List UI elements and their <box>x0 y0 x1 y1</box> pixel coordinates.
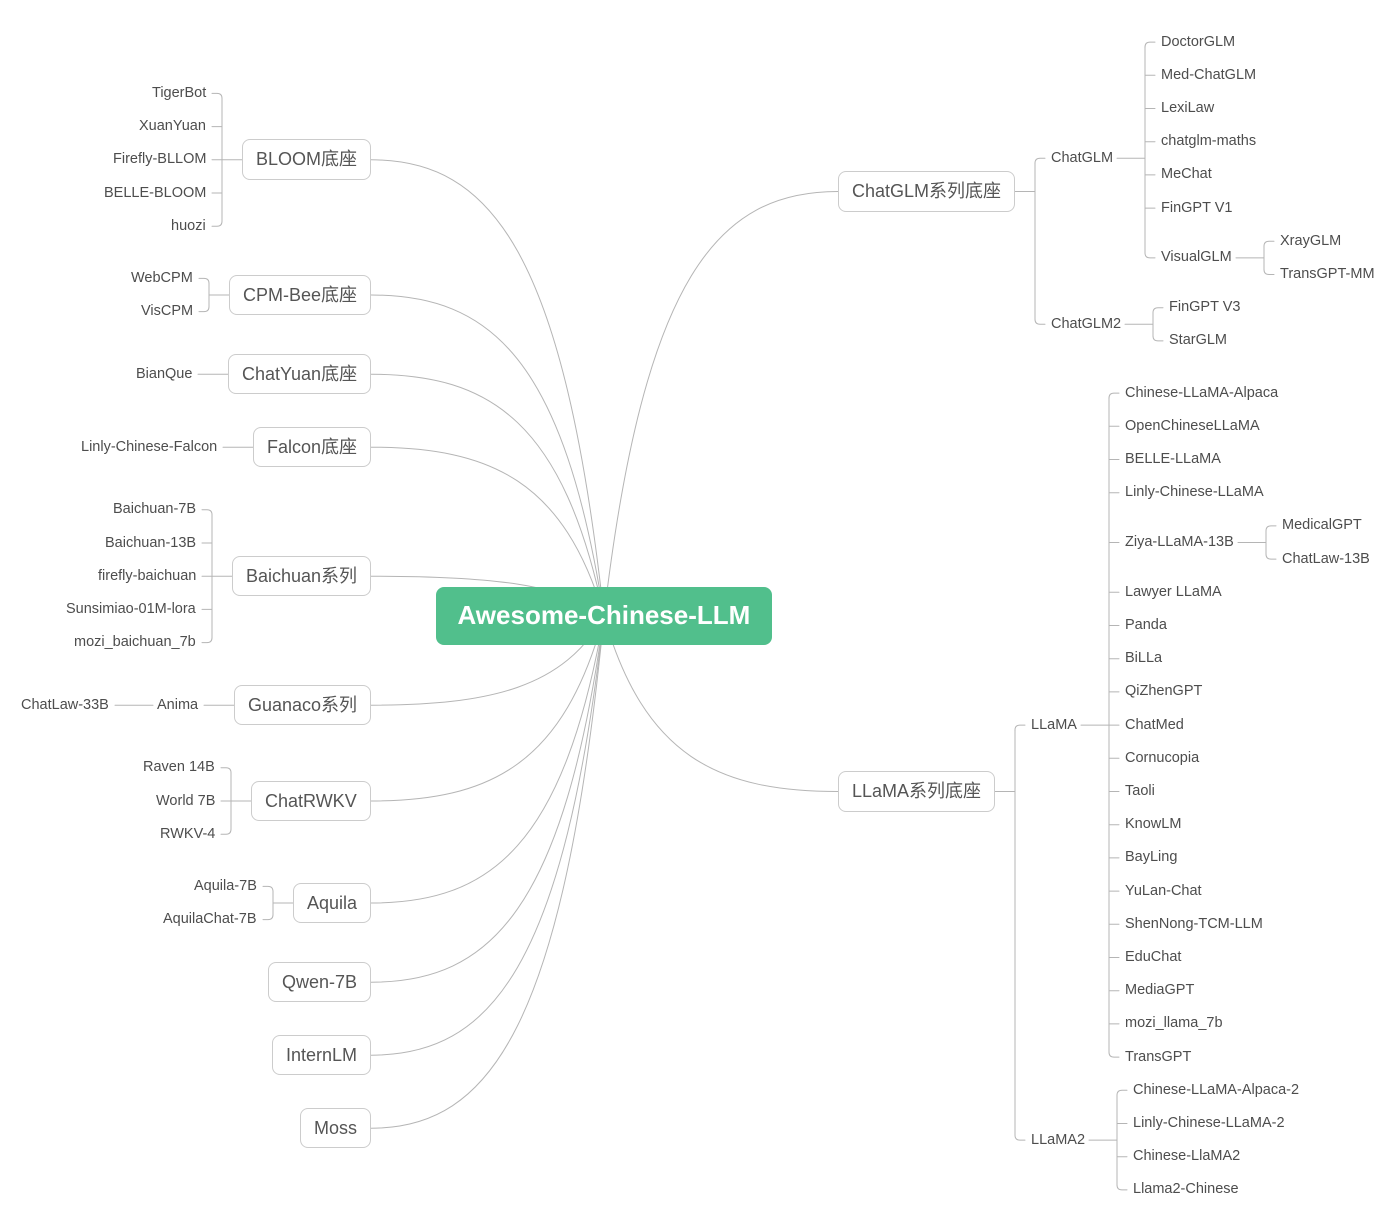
leaf-label[interactable]: Taoli <box>1125 783 1155 799</box>
branch-node[interactable]: ChatRWKV <box>251 780 371 822</box>
leaf-label[interactable]: QiZhenGPT <box>1125 683 1203 700</box>
leaf-label[interactable]: BayLing <box>1125 849 1178 866</box>
leaf-label[interactable]: BiLLa <box>1125 650 1163 667</box>
leaf-label[interactable]: Sunsimiao-01M-lora <box>66 600 196 617</box>
leaf-label[interactable]: ChatMed <box>1125 716 1184 733</box>
leaf-label[interactable]: Cornucopia <box>1125 749 1200 766</box>
leaf-label[interactable]: Ziya-LLaMA-13B <box>1125 534 1234 550</box>
leaf-label[interactable]: World 7B <box>156 792 216 809</box>
leaf-label[interactable]: ChatLaw-33B <box>21 696 109 713</box>
leaf-label[interactable]: ShenNong-TCM-LLM <box>1125 915 1263 932</box>
leaf-label[interactable]: MedicalGPT <box>1282 517 1362 534</box>
branch-node[interactable]: ChatGLM系列底座 <box>838 171 1016 212</box>
leaf-label[interactable]: FinGPT V3 <box>1169 299 1241 316</box>
leaf-label[interactable]: KnowLM <box>1125 816 1182 833</box>
leaf-label[interactable]: RWKV-4 <box>160 825 216 842</box>
leaf-label[interactable]: LLaMA <box>1031 716 1077 733</box>
leaf-label[interactable]: huozi <box>171 217 206 234</box>
leaf-label[interactable]: Raven 14B <box>143 759 215 776</box>
leaf-label[interactable]: Lawyer LLaMA <box>1125 583 1222 600</box>
leaf-label[interactable]: OpenChineseLLaMA <box>1125 417 1260 434</box>
leaf-label[interactable]: Firefly-BLLOM <box>113 151 207 168</box>
leaf-label[interactable]: mozi_baichuan_7b <box>74 634 196 651</box>
branch-node[interactable]: Guanaco系列 <box>234 684 372 726</box>
branch-node[interactable]: BLOOM底座 <box>242 139 372 180</box>
leaf-label[interactable]: Chinese-LLaMA-Alpaca-2 <box>1133 1081 1300 1098</box>
branch-node[interactable]: Baichuan系列 <box>232 555 372 597</box>
leaf-label[interactable]: Chinese-LlaMA2 <box>1133 1148 1241 1165</box>
leaf-label[interactable]: XrayGLM <box>1280 232 1342 249</box>
leaf-label[interactable]: ChatLaw-13B <box>1282 550 1370 567</box>
leaf-label[interactable]: MeChat <box>1161 166 1212 183</box>
leaf-label[interactable]: Llama2-Chinese <box>1133 1181 1239 1198</box>
leaf-label[interactable]: Baichuan-7B <box>113 501 197 518</box>
leaf-label[interactable]: MediaGPT <box>1125 982 1195 999</box>
leaf-label[interactable]: Baichuan-13B <box>105 534 197 551</box>
leaf-label[interactable]: WebCPM <box>131 269 193 286</box>
leaf-label[interactable]: chatglm-maths <box>1161 133 1257 150</box>
branch-node[interactable]: ChatYuan底座 <box>228 353 372 395</box>
leaf-label[interactable]: DoctorGLM <box>1161 33 1236 50</box>
leaf-label[interactable]: BELLE-BLOOM <box>104 184 207 201</box>
branch-node[interactable]: Falcon底座 <box>253 426 372 468</box>
branch-node[interactable]: Aquila <box>293 882 372 924</box>
leaf-label[interactable]: VisualGLM <box>1161 249 1232 266</box>
leaf-label[interactable]: Linly-Chinese-LLaMA <box>1125 484 1264 501</box>
branch-node[interactable]: Qwen-7B <box>268 961 372 1003</box>
leaf-label[interactable]: ChatGLM <box>1051 149 1114 166</box>
leaf-label[interactable]: TransGPT-MM <box>1280 266 1375 282</box>
leaf-label[interactable]: Chinese-LLaMA-Alpaca <box>1125 384 1279 401</box>
leaf-label[interactable]: Linly-Chinese-Falcon <box>81 438 218 455</box>
leaf-label[interactable]: LexiLaw <box>1161 100 1215 116</box>
root-node[interactable]: Awesome-Chinese-LLM <box>435 587 773 645</box>
leaf-label[interactable]: TigerBot <box>152 84 207 101</box>
leaf-label[interactable]: YuLan-Chat <box>1125 882 1202 899</box>
leaf-label[interactable]: BianQue <box>136 365 193 382</box>
leaf-label[interactable]: Anima <box>157 696 199 713</box>
leaf-label[interactable]: StarGLM <box>1169 332 1228 349</box>
leaf-label[interactable]: LLaMA2 <box>1031 1131 1086 1148</box>
leaf-label[interactable]: ChatGLM2 <box>1051 315 1122 332</box>
leaf-label[interactable]: Linly-Chinese-LLaMA-2 <box>1133 1115 1285 1131</box>
leaf-label[interactable]: Aquila-7B <box>194 877 257 894</box>
branch-node[interactable]: Moss <box>300 1107 372 1149</box>
leaf-label[interactable]: EduChat <box>1125 949 1182 965</box>
branch-node[interactable]: LLaMA系列底座 <box>838 771 996 812</box>
leaf-label[interactable]: Med-ChatGLM <box>1161 66 1257 83</box>
leaf-label[interactable]: FinGPT V1 <box>1161 199 1233 216</box>
leaf-label[interactable]: firefly-baichuan <box>98 567 197 584</box>
branch-node[interactable]: CPM-Bee底座 <box>229 274 372 316</box>
leaf-label[interactable]: TransGPT <box>1125 1048 1192 1065</box>
leaf-label[interactable]: Panda <box>1125 617 1167 633</box>
leaf-label[interactable]: AquilaChat-7B <box>163 911 257 928</box>
leaf-label[interactable]: BELLE-LLaMA <box>1125 451 1221 467</box>
leaf-label[interactable]: XuanYuan <box>139 118 206 135</box>
branch-node[interactable]: InternLM <box>272 1034 372 1076</box>
leaf-label[interactable]: VisCPM <box>141 303 194 320</box>
leaf-label[interactable]: mozi_llama_7b <box>1125 1015 1223 1032</box>
